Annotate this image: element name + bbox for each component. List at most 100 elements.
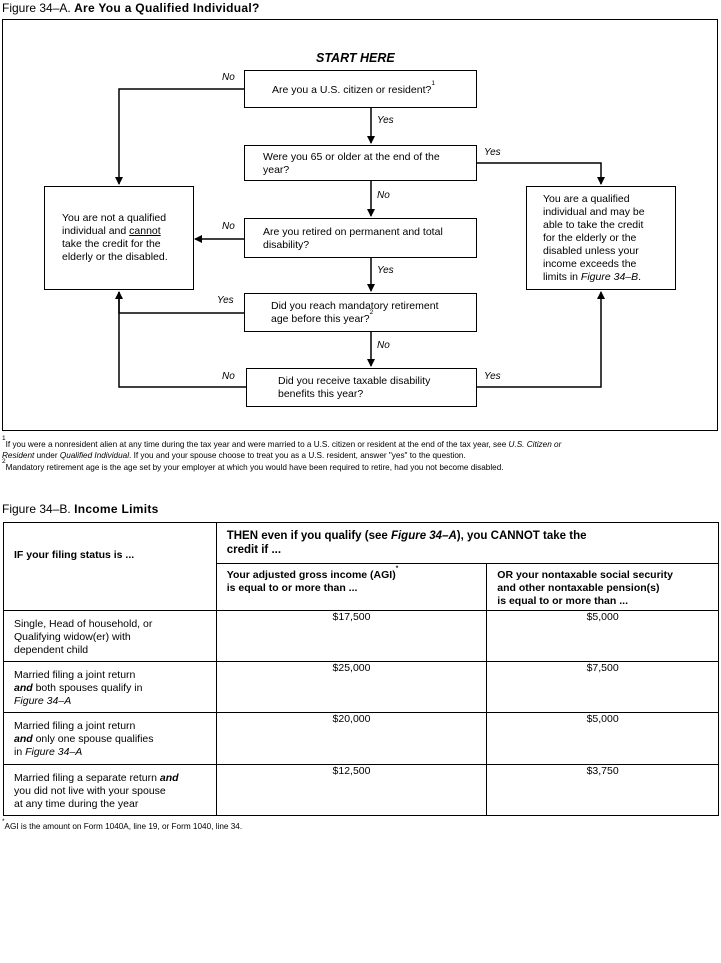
question-age-65-line1: Were you 65 or older at the end of the bbox=[263, 151, 440, 163]
figure-a-heading: Are You a Qualified Individual? bbox=[74, 1, 260, 15]
question-age-65: Were you 65 or older at the end of the y… bbox=[244, 145, 477, 181]
header-then-c: ), you CANNOT take the bbox=[456, 530, 587, 542]
question-disability-benefits: Did you receive taxable disability benef… bbox=[246, 368, 477, 407]
figure-b-title: Figure 34–B. Income Limits bbox=[2, 502, 159, 516]
result-qualified-line1: You are a qualified bbox=[543, 193, 630, 205]
footnote-1-text-c: . If you and your spouse choose to treat… bbox=[129, 451, 466, 460]
result-qualified-line3: able to take the credit bbox=[543, 219, 644, 231]
status-and: and bbox=[14, 682, 33, 694]
question-disability-line1: Did you receive taxable disability bbox=[278, 375, 431, 387]
status-line: in bbox=[14, 746, 26, 758]
result-not-qualified-line1: You are not a qualified bbox=[62, 212, 167, 224]
header-then-a: THEN even if you qualify (see bbox=[226, 530, 391, 542]
agi-limit: $12,500 bbox=[215, 764, 488, 816]
table-header-row-2: Your adjusted gross income (AGI)* is equa… bbox=[4, 563, 719, 611]
result-not-qualified-line4: elderly or the disabled. bbox=[62, 251, 168, 263]
agi-limit: $17,500 bbox=[215, 610, 488, 662]
figure-b-label: Figure 34–B. bbox=[2, 502, 71, 516]
label-no-q5: No bbox=[222, 371, 235, 382]
nontaxable-limit: $7,500 bbox=[486, 661, 719, 713]
result-qualified-line4: for the elderly or the bbox=[543, 232, 637, 244]
footnote-ref-2: 2 bbox=[369, 309, 374, 316]
result-cannot: cannot bbox=[129, 225, 161, 237]
agi-limit: $20,000 bbox=[215, 712, 488, 765]
nontaxable-limit: $5,000 bbox=[486, 712, 719, 765]
header-agi-star: * bbox=[395, 565, 399, 572]
start-here: START HERE bbox=[316, 51, 395, 65]
status-line: Single, Head of household, or bbox=[14, 618, 153, 630]
table-header-row-1: IF your filing status is ... THEN even i… bbox=[3, 522, 720, 611]
label-yes-q3: Yes bbox=[377, 265, 394, 276]
header-agi-b: is equal to or more than ... bbox=[226, 582, 358, 594]
status-figure-ref: Figure 34–A bbox=[14, 695, 72, 707]
result-qualified: You are a qualified individual and may b… bbox=[526, 186, 676, 290]
result-figure-ref: Figure 34–B bbox=[580, 271, 639, 283]
status-line: both spouses qualify in bbox=[32, 682, 143, 694]
question-mandatory-line1: Did you reach mandatory retirement bbox=[271, 300, 439, 312]
question-disability-line2: benefits this year? bbox=[278, 388, 364, 400]
nontaxable-limit: $3,750 bbox=[486, 764, 719, 816]
agi-limit: $25,000 bbox=[215, 661, 488, 713]
header-agi-a: Your adjusted gross income (AGI) bbox=[226, 569, 396, 581]
header-filing-status-text: IF your filing status is ... bbox=[14, 548, 135, 561]
result-not-qualified: You are not a qualified individual and c… bbox=[44, 186, 194, 290]
status-line: at any time during the year bbox=[14, 798, 139, 810]
status-and: and bbox=[14, 733, 33, 745]
header-filing-status: IF your filing status is ... bbox=[3, 522, 217, 611]
status-line: you did not live with your spouse bbox=[14, 785, 166, 797]
header-nontaxable-c: is equal to or more than ... bbox=[497, 595, 628, 607]
figure-a-title: Figure 34–A. Are You a Qualified Individ… bbox=[2, 1, 260, 15]
result-period: . bbox=[638, 271, 642, 283]
footnote-1-ref-c: Qualified Individual bbox=[59, 451, 130, 460]
footnote-1-marker: 1 bbox=[2, 435, 6, 442]
status-line: Married filing a joint return bbox=[14, 669, 136, 681]
label-yes-q4: Yes bbox=[217, 295, 234, 306]
header-nontaxable-a: OR your nontaxable social security bbox=[497, 569, 673, 581]
question-retired-line1: Are you retired on permanent and total bbox=[263, 226, 443, 238]
footnote-1-ref-b: Resident bbox=[2, 451, 35, 460]
footnote-1-ref-a: U.S. Citizen or bbox=[508, 440, 562, 449]
table-footnote-marker: * bbox=[2, 818, 5, 825]
question-mandatory-retirement: Did you reach mandatory retirement age b… bbox=[244, 293, 477, 332]
footnote-2-marker: 2 bbox=[2, 458, 6, 465]
income-limits-table: IF your filing status is ... THEN even i… bbox=[3, 522, 720, 816]
status-line: only one spouse qualifies bbox=[32, 733, 154, 745]
label-no-q4: No bbox=[377, 340, 390, 351]
header-then-ref: Figure 34–A bbox=[390, 530, 457, 542]
status-and: and bbox=[159, 772, 179, 784]
footnote-ref-1: 1 bbox=[431, 80, 435, 87]
question-citizen-text: Are you a U.S. citizen or resident? bbox=[272, 84, 432, 96]
label-yes-q5: Yes bbox=[484, 371, 501, 382]
label-yes-q2: Yes bbox=[484, 147, 501, 158]
status-line: dependent child bbox=[14, 644, 89, 656]
footnote-2: 2Mandatory retirement age is the age set… bbox=[2, 458, 716, 473]
status-line: Married filing a joint return bbox=[14, 720, 136, 732]
figure-a-label: Figure 34–A. bbox=[2, 1, 71, 15]
header-then-d: credit if ... bbox=[226, 544, 282, 556]
label-yes-q1: Yes bbox=[377, 115, 394, 126]
question-age-65-line2: year? bbox=[263, 164, 290, 176]
result-not-qualified-line3: take the credit for the bbox=[62, 238, 161, 250]
footnote-2-text: Mandatory retirement age is the age set … bbox=[5, 463, 504, 472]
header-then: THEN even if you qualify (see Figure 34–… bbox=[215, 522, 720, 564]
header-nontaxable-b: and other nontaxable pension(s) bbox=[497, 582, 660, 594]
status-figure-ref: Figure 34–A bbox=[25, 746, 83, 758]
label-no-q3: No bbox=[222, 221, 235, 232]
footnote-1: 1If you were a nonresident alien at any … bbox=[2, 435, 716, 461]
result-qualified-line5: disabled unless your bbox=[543, 245, 639, 257]
table-footnote: *AGI is the amount on Form 1040A, line 1… bbox=[2, 818, 242, 831]
nontaxable-limit: $5,000 bbox=[486, 610, 719, 662]
result-qualified-line6: income exceeds the bbox=[543, 258, 637, 270]
status-line: Qualifying widow(er) with bbox=[14, 631, 131, 643]
result-qualified-line7: limits in bbox=[543, 271, 581, 283]
label-no-q2: No bbox=[377, 190, 390, 201]
